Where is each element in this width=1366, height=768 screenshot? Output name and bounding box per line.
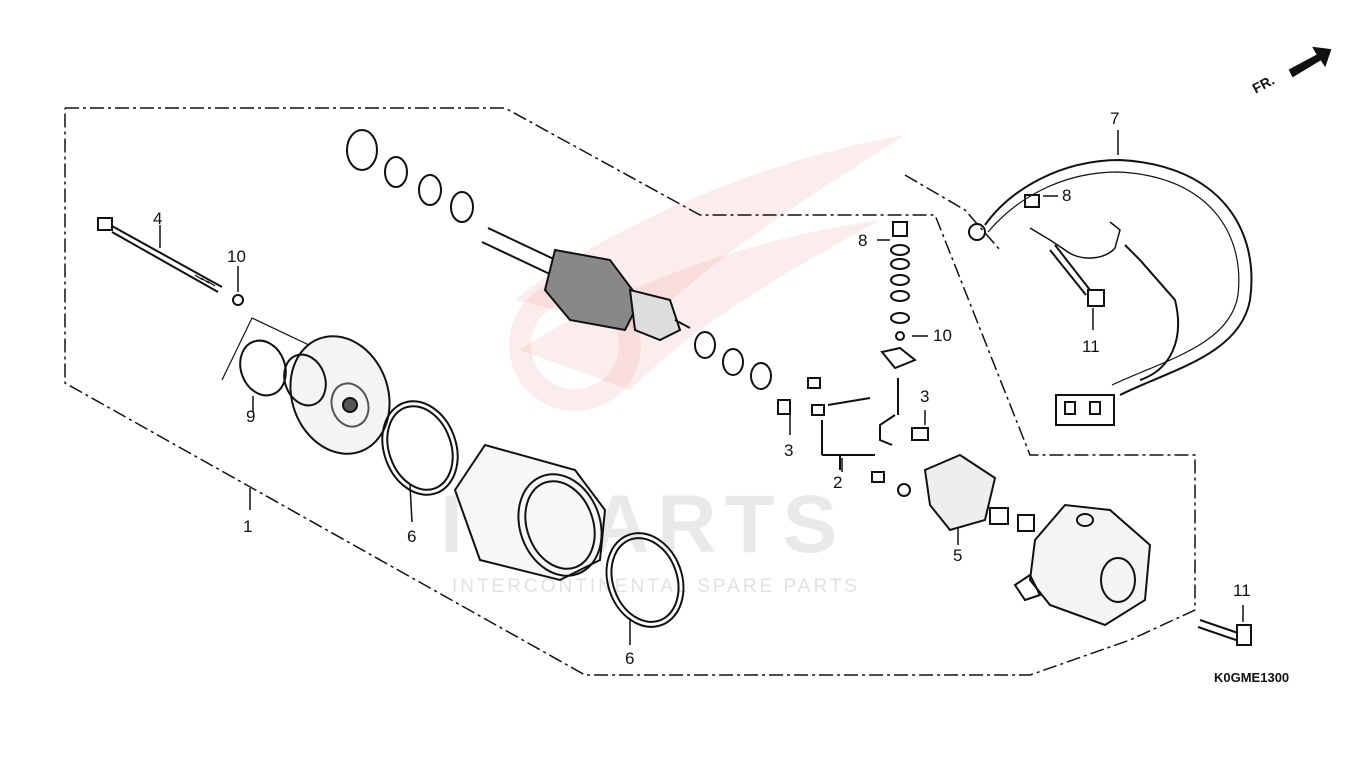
part-label-3a: 3 xyxy=(784,441,794,460)
diagram-code: K0GME1300 xyxy=(1214,670,1290,685)
front-arrow-icon xyxy=(1288,46,1332,78)
nut-8b xyxy=(1024,194,1040,208)
part-label-10a: 10 xyxy=(227,247,246,266)
part-label-2: 2 xyxy=(833,473,843,492)
part-label-8b: 8 xyxy=(858,231,868,250)
brush-terminal xyxy=(777,377,929,497)
starter-cable xyxy=(968,158,1253,426)
part-label-5: 5 xyxy=(953,546,963,565)
part-label-8a: 8 xyxy=(1062,186,1072,205)
terminal-stack xyxy=(879,221,917,446)
gasket-6b xyxy=(605,532,685,628)
part-label-3b: 3 xyxy=(920,387,930,406)
rear-cover xyxy=(1013,503,1152,627)
part-label-11b: 11 xyxy=(1233,581,1251,600)
part-label-1: 1 xyxy=(243,517,253,536)
brush-holder xyxy=(923,453,1035,532)
washer-10a xyxy=(232,294,244,306)
part-label-9: 9 xyxy=(246,407,256,426)
bolt-11b xyxy=(1197,619,1252,646)
part-label-6a: 6 xyxy=(407,527,417,546)
part-label-10b: 10 xyxy=(933,326,952,345)
o-ring-9 xyxy=(239,339,287,397)
part-label-7: 7 xyxy=(1110,109,1120,128)
armature xyxy=(346,129,772,390)
long-bolt xyxy=(97,217,223,293)
sub-boundary xyxy=(904,174,1001,251)
part-label-6b: 6 xyxy=(625,649,635,668)
yoke-housing xyxy=(453,443,607,582)
part-label-4: 4 xyxy=(153,209,163,228)
front-cover xyxy=(283,335,391,455)
assembly-boundary xyxy=(64,107,1196,676)
part-label-11a: 11 xyxy=(1082,337,1100,356)
bolt-11a xyxy=(1049,244,1105,307)
watermark-tagline: INTERCONTINENTAL SPARE PARTS xyxy=(452,576,861,597)
gasket-6a xyxy=(381,400,459,496)
